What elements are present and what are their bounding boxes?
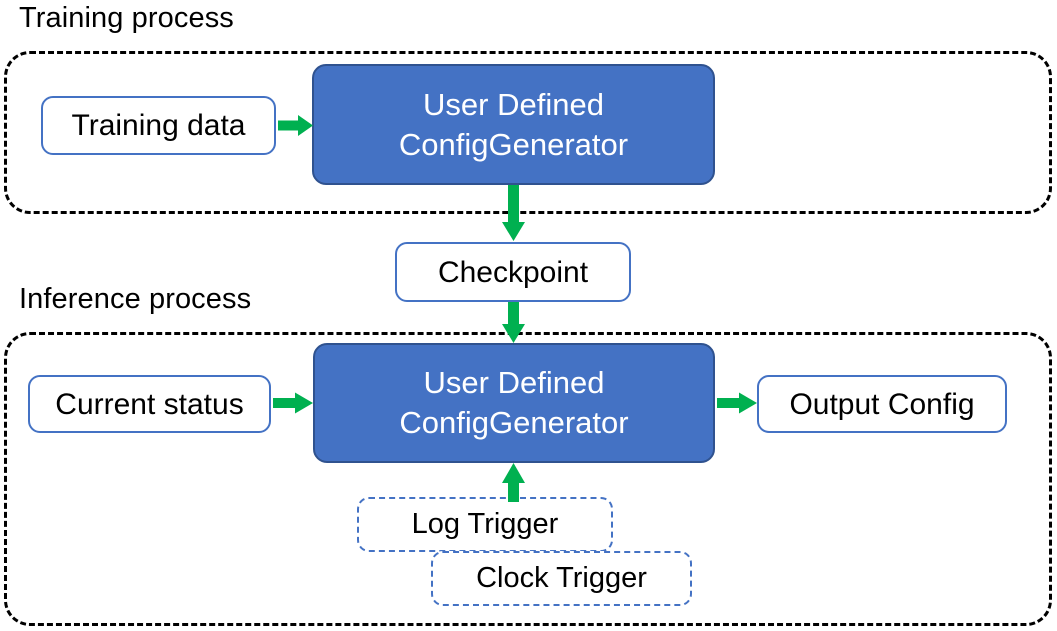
node-checkpoint[interactable]: Checkpoint xyxy=(395,242,631,302)
node-training-data[interactable]: Training data xyxy=(41,96,276,155)
training-process-container xyxy=(4,51,1052,214)
node-inference-user-defined-configgenerator[interactable]: User Defined ConfigGenerator xyxy=(313,343,715,463)
node-log-trigger-label: Log Trigger xyxy=(411,507,559,540)
node-infer-generator-line2: ConfigGenerator xyxy=(399,405,629,440)
node-train-generator-line1: User Defined xyxy=(423,86,604,122)
node-train-generator-line2: ConfigGenerator xyxy=(398,126,629,162)
node-current-status-label: Current status xyxy=(55,387,244,421)
node-clock-trigger[interactable]: Clock Trigger xyxy=(431,551,692,606)
inference-process-label: Inference process xyxy=(19,283,252,315)
node-clock-trigger-label: Clock Trigger xyxy=(476,561,647,594)
node-output-config[interactable]: Output Config xyxy=(757,375,1007,433)
training-process-label: Training process xyxy=(19,2,234,34)
node-training-user-defined-configgenerator[interactable]: User Defined ConfigGenerator xyxy=(312,64,715,185)
node-training-data-label: Training data xyxy=(71,109,246,142)
node-output-config-label: Output Config xyxy=(789,387,975,421)
inference-process-container xyxy=(4,332,1052,626)
node-checkpoint-label: Checkpoint xyxy=(437,255,589,289)
node-log-trigger[interactable]: Log Trigger xyxy=(357,497,613,552)
node-infer-generator-line1: User Defined xyxy=(423,365,605,401)
node-current-status[interactable]: Current status xyxy=(28,375,271,433)
